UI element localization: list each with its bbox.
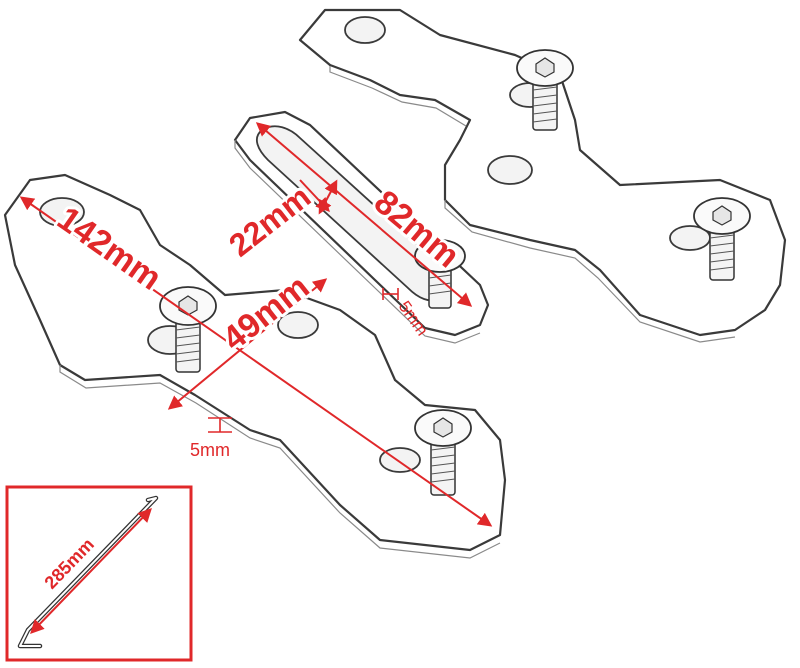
slot-length-dimension-line (255, 122, 473, 307)
plate-thickness-indicator (208, 417, 232, 433)
slot-width-dimension-label: 22mm (222, 178, 317, 263)
strip-thickness-indicator (382, 288, 399, 300)
mount-hole (487, 155, 533, 185)
mount-hole (344, 16, 386, 44)
bolt (693, 197, 751, 281)
rod-inset: 285mm 285mm (5, 485, 193, 662)
plate-thickness-label: 5mm (190, 440, 230, 460)
bolt (516, 49, 574, 131)
